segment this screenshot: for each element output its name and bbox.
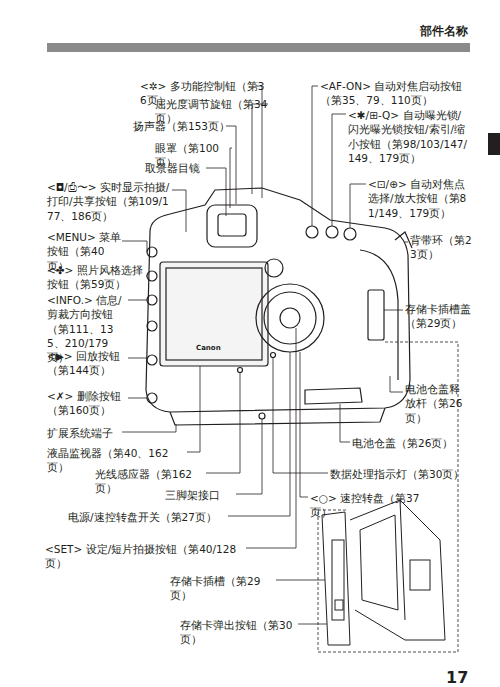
part-label: <✗> 删除按钮（第160页）: [47, 389, 129, 418]
part-label: 存储卡插槽（第29页）: [170, 574, 280, 603]
part-label: <○> 速控转盘（第37页）: [310, 491, 435, 520]
part-label: 存储卡插槽盖（第29页）: [405, 302, 483, 331]
part-label: 数据处理指示灯（第30页）: [330, 467, 465, 481]
part-label: <▶> 回放按钮（第144页）: [47, 349, 129, 378]
part-label: 电池仓盖（第26页）: [352, 436, 464, 450]
header-bar: [47, 43, 470, 52]
card-slot-detail: [322, 500, 445, 645]
part-label: 背带环（第23页）: [410, 233, 472, 262]
part-label: 取景器目镜: [145, 161, 209, 175]
part-label: 扬声器（第153页）: [133, 119, 233, 133]
brand-mark: Canon: [196, 344, 236, 354]
part-label: <✤> 照片风格选择按钮（第59页）: [47, 263, 147, 292]
part-label: <SET> 设定/短片拍摄按钮（第40/128页）: [45, 542, 249, 571]
page-heading: 部件名称: [420, 24, 468, 39]
part-label: 电池仓盖释放杆（第26页）: [405, 382, 467, 425]
part-label: 电源/速控转盘开关（第27页）: [68, 510, 230, 524]
part-label: <◘/⎙〜> 实时显示拍摄/打印/共享按钮（第109/177、186页）: [47, 180, 174, 223]
camera-body: [146, 188, 412, 425]
part-label: 三脚架接口: [165, 488, 237, 502]
part-label: <⊡/⊕> 自动对焦点选择/放大按钮（第81/149、179页）: [368, 177, 474, 220]
part-label: 存储卡弹出按钮（第30页）: [180, 618, 302, 647]
part-label: 扩展系统端子: [47, 426, 127, 440]
page-number: 17: [446, 667, 480, 687]
section-tab: [488, 133, 500, 155]
part-label: <AF-ON> 自动对焦启动按钮（第35、79、110页）: [320, 79, 480, 108]
part-label: <✱/⊞-Q> 自动曝光锁/闪光曝光锁按钮/索引/缩小按钮（第98/103/14…: [348, 108, 470, 165]
